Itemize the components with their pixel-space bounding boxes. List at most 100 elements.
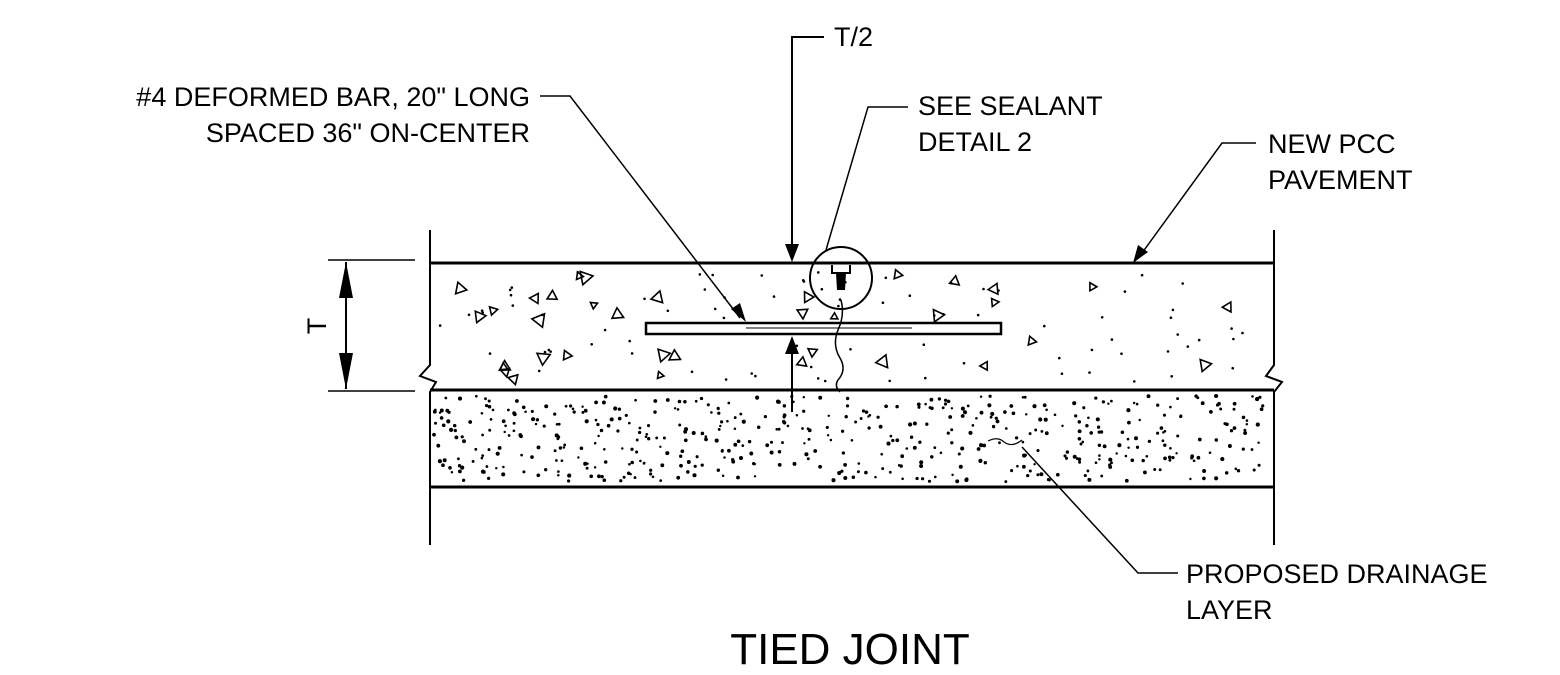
aggregate-dot bbox=[997, 289, 1000, 292]
aggregate-dot bbox=[817, 271, 820, 274]
stipple-dot bbox=[723, 456, 726, 459]
aggregate-dot bbox=[722, 316, 726, 320]
stipple-dot bbox=[512, 429, 516, 433]
stipple-dot bbox=[474, 394, 478, 398]
stipple-dot bbox=[1138, 418, 1141, 422]
stipple-dot bbox=[677, 399, 682, 404]
stipple-dot bbox=[1107, 402, 1110, 405]
stipple-dot bbox=[461, 478, 466, 482]
aggregate-dot bbox=[724, 378, 728, 381]
aggregate-dot bbox=[1171, 308, 1175, 312]
stipple-dot bbox=[432, 432, 436, 437]
stipple-dot bbox=[1072, 401, 1077, 406]
stipple-dot bbox=[886, 441, 891, 446]
stipple-dot bbox=[586, 462, 589, 465]
stipple-dot bbox=[845, 396, 850, 401]
stipple-dot bbox=[1175, 452, 1178, 455]
bar-leader-arrowhead bbox=[731, 303, 746, 322]
stipple-dot bbox=[562, 446, 566, 449]
stipple-dot bbox=[843, 476, 848, 480]
aggregate-dot bbox=[976, 313, 980, 317]
stipple-dot bbox=[542, 424, 546, 428]
stipple-dot bbox=[1023, 395, 1027, 399]
stipple-dot bbox=[594, 400, 598, 405]
stipple-dot bbox=[1095, 417, 1100, 422]
stipple-dot bbox=[921, 477, 925, 481]
stipple-dot bbox=[450, 470, 454, 474]
stipple-dot bbox=[553, 412, 557, 416]
stipple-dot bbox=[630, 447, 634, 451]
stipple-dot bbox=[1009, 404, 1014, 408]
stipple-dot bbox=[512, 411, 516, 415]
stipple-dot bbox=[1014, 436, 1019, 440]
stipple-dot bbox=[782, 421, 787, 425]
stipple-dot bbox=[519, 434, 523, 439]
stipple-dot bbox=[683, 429, 688, 434]
stipple-dot bbox=[998, 441, 1001, 445]
stipple-dot bbox=[905, 447, 909, 450]
stipple-dot bbox=[1055, 472, 1060, 477]
stipple-dot bbox=[1214, 476, 1219, 481]
stipple-dot bbox=[1085, 423, 1089, 428]
stipple-dot bbox=[1169, 405, 1172, 409]
stipple-dot bbox=[1162, 413, 1167, 417]
stipple-dot bbox=[756, 425, 761, 429]
drainage-label-line2: LAYER bbox=[1186, 595, 1273, 625]
stipple-dot bbox=[792, 461, 797, 466]
stipple-dot bbox=[544, 468, 548, 472]
stipple-dot bbox=[1124, 478, 1129, 483]
stipple-dot bbox=[457, 469, 462, 474]
stipple-dot bbox=[583, 408, 588, 413]
stipple-dot bbox=[1194, 394, 1198, 398]
stipple-dot bbox=[645, 432, 649, 436]
stipple-dot bbox=[983, 461, 987, 465]
stipple-dot bbox=[825, 425, 829, 429]
stipple-dot bbox=[460, 465, 465, 470]
aggregate-triangle bbox=[978, 360, 989, 372]
stipple-dot bbox=[856, 470, 860, 474]
stipple-dot bbox=[917, 405, 921, 409]
stipple-dot bbox=[1189, 477, 1192, 481]
stipple-dot bbox=[841, 451, 846, 455]
stipple-dot bbox=[861, 409, 866, 413]
stipple-dot bbox=[991, 424, 996, 429]
stipple-dot bbox=[502, 465, 505, 469]
stipple-dot bbox=[606, 423, 611, 428]
stipple-dot bbox=[867, 426, 871, 430]
stipple-dot bbox=[831, 478, 836, 483]
stipple-dot bbox=[579, 446, 584, 451]
aggregate-triangle bbox=[656, 369, 666, 380]
stipple-dot bbox=[795, 413, 799, 417]
stipple-dot bbox=[474, 447, 478, 451]
aggregate-dot bbox=[881, 301, 885, 305]
aggregate-dot bbox=[711, 273, 714, 277]
stipple-dot bbox=[844, 415, 848, 419]
stipple-dot bbox=[603, 460, 608, 464]
stipple-dot bbox=[522, 470, 526, 474]
stipple-dot bbox=[1063, 454, 1067, 458]
stipple-dot bbox=[777, 427, 781, 431]
stipple-dot bbox=[786, 424, 790, 428]
stipple-dot bbox=[676, 475, 681, 480]
stipple-dot bbox=[1241, 415, 1246, 420]
stipple-dot bbox=[1196, 455, 1201, 460]
stipple-dot bbox=[891, 438, 895, 443]
stipple-dot bbox=[1044, 431, 1049, 436]
aggregate-dot bbox=[510, 286, 514, 289]
stipple-dot bbox=[662, 436, 666, 440]
stipple-dot bbox=[1252, 468, 1256, 472]
stipple-dot bbox=[507, 434, 511, 437]
stipple-dot bbox=[726, 419, 729, 423]
stipple-dot bbox=[691, 430, 696, 436]
stipple-dot bbox=[937, 397, 942, 401]
stipple-dot bbox=[1120, 430, 1125, 435]
sealant-leader bbox=[825, 106, 908, 251]
stipple-dot bbox=[769, 450, 774, 455]
aggregate-triangle bbox=[803, 290, 816, 304]
stipple-dot bbox=[1145, 454, 1149, 458]
stipple-dot bbox=[673, 407, 677, 410]
stipple-dot bbox=[955, 479, 960, 484]
stipple-dot bbox=[1045, 408, 1048, 412]
stipple-dot bbox=[1102, 444, 1107, 449]
stipple-dot bbox=[597, 474, 601, 479]
